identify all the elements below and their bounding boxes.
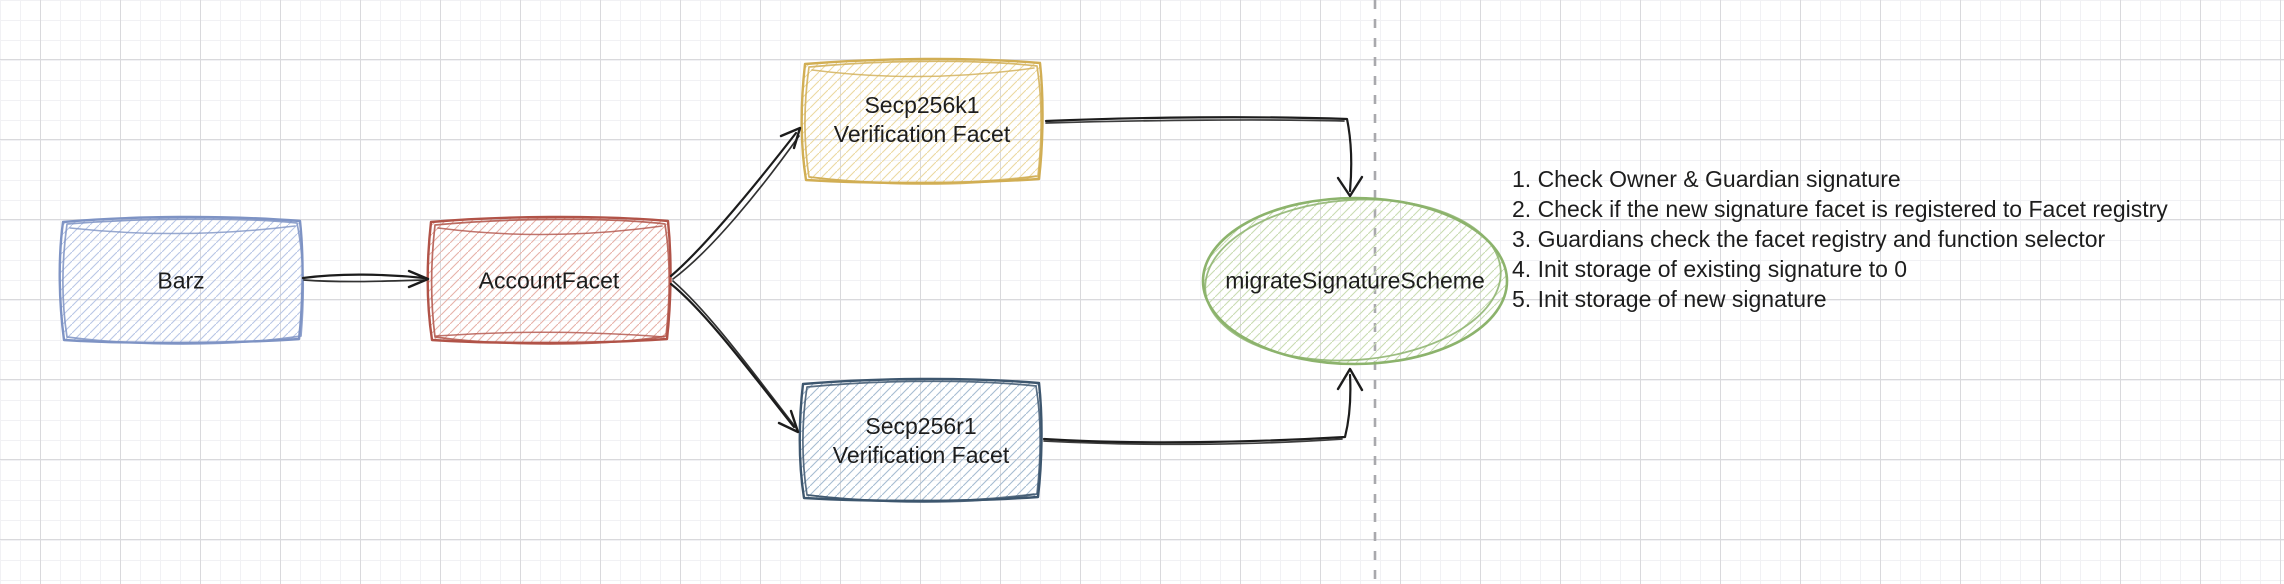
annotation-item: 5. Init storage of new signature <box>1512 286 1827 312</box>
node-accountfacet-label: AccountFacet <box>478 267 620 294</box>
arrows-layer <box>301 116 1364 446</box>
annotation-item: 3. Guardians check the facet registry an… <box>1512 226 2106 252</box>
node-secp256r1-label: Secp256r1 Verification Facet <box>833 412 1009 470</box>
arrow-accountfacet-to-secp256k1[interactable] <box>669 126 802 280</box>
node-migratesignaturescheme-label: migrateSignatureScheme <box>1225 267 1485 294</box>
arrow-secp256k1-to-migratesignaturescheme[interactable] <box>1044 116 1364 198</box>
node-accountfacet-shape[interactable] <box>426 215 672 345</box>
node-secp256k1-label: Secp256k1 Verification Facet <box>834 91 1010 149</box>
node-secp256k1-label-line1: Secp256k1 <box>864 92 980 118</box>
node-secp256k1-shape[interactable] <box>800 57 1044 185</box>
annotation-item: 2. Check if the new signature facet is r… <box>1512 196 2168 222</box>
annotation-item: 4. Init storage of existing signature to… <box>1512 256 1908 282</box>
node-migratesignaturescheme-shape[interactable] <box>1200 190 1509 370</box>
node-secp256r1-label-line1: Secp256r1 <box>865 413 977 439</box>
arrow-accountfacet-to-secp256r1[interactable] <box>669 280 800 434</box>
node-secp256k1-label-line2: Verification Facet <box>833 121 1011 147</box>
node-barz-shape[interactable] <box>58 215 305 345</box>
node-secp256r1-shape[interactable] <box>798 377 1043 503</box>
arrow-secp256r1-to-migratesignaturescheme[interactable] <box>1042 367 1364 446</box>
annotation-list: 1. Check Owner & Guardian signature 2. C… <box>1512 164 2168 314</box>
node-secp256r1-label-line2: Verification Facet <box>832 442 1010 468</box>
node-barz-label: Barz <box>157 267 205 294</box>
arrow-barz-to-accountfacet[interactable] <box>301 269 430 289</box>
annotation-item: 1. Check Owner & Guardian signature <box>1512 166 1901 192</box>
